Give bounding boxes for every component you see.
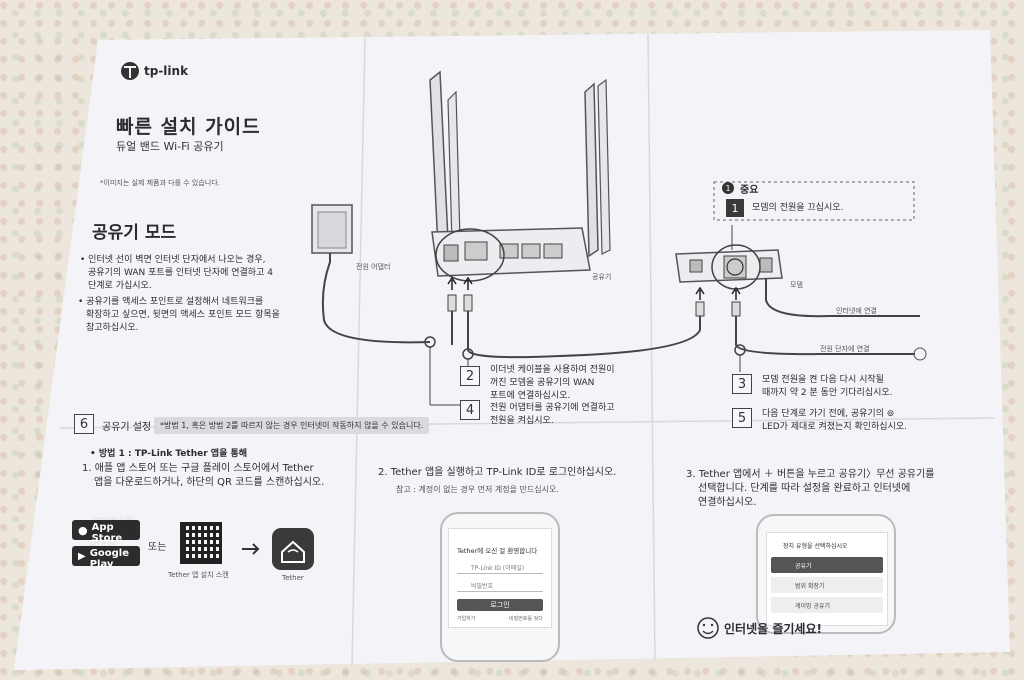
step-5-text: 다음 단계로 가기 전에, 공유기의 ⊚ LED가 제대로 켜졌는지 확인하십시… bbox=[762, 408, 907, 434]
phone-screen: 장치 유형을 선택하십시오 공유기 범위 확장기 게이밍 공유기 bbox=[766, 532, 888, 626]
step-number-5: 5 bbox=[732, 408, 752, 428]
important-label: 중요 bbox=[740, 185, 759, 196]
bullet-line: • 인터넷 선이 벽면 인터넷 단자에서 나오는 경우, bbox=[80, 255, 266, 265]
phone-login-mockup: Tether에 오신 걸 환영합니다 TP-Link ID (이메일) 비밀번호… bbox=[440, 512, 560, 662]
step-number-6: 6 bbox=[74, 414, 94, 434]
important-number-icon: 1 bbox=[722, 182, 734, 194]
step-number-2: 2 bbox=[460, 366, 480, 386]
important-step-text: 모뎀의 전원을 끄십시오. bbox=[752, 203, 844, 213]
bullet-line: 확장하고 싶으면, 뒷면의 액세스 포인트 모드 항목을 bbox=[86, 310, 280, 320]
step-line: 전원을 켜십시오. bbox=[490, 416, 554, 426]
page-title: 빠른 설치 가이드 bbox=[116, 116, 261, 138]
device-option-router[interactable]: 공유기 bbox=[771, 557, 883, 573]
bullet-line: 단계로 가십시오. bbox=[88, 281, 152, 291]
qr-code[interactable] bbox=[180, 522, 222, 564]
or-text: 또는 bbox=[148, 542, 167, 553]
tether-login-text: 2. Tether 앱을 실행하고 TP-Link ID로 로그인하십시오. bbox=[378, 467, 617, 478]
important-step-number: 1 bbox=[726, 199, 744, 217]
instruction-line: 1. 애플 앱 스토어 또는 구글 플레이 스토어에서 Tether bbox=[82, 463, 314, 474]
internet-connect-label: 인터넷에 연결 bbox=[836, 307, 877, 315]
device-type-title: 장치 유형을 선택하십시오 bbox=[783, 543, 848, 550]
fold-line bbox=[647, 33, 656, 661]
arrow-icon bbox=[242, 543, 260, 555]
step-line: 다음 단계로 가기 전에, 공유기의 ⊚ bbox=[762, 409, 895, 419]
google-play-text: GET IT ON Google Play bbox=[90, 542, 140, 570]
id-field[interactable]: TP-Link ID (이메일) bbox=[457, 563, 543, 574]
step-3-text: 모뎀 전원을 켠 다음 다시 시작될 때까지 약 2 분 동안 기다리십시오. bbox=[762, 374, 893, 400]
smile-icon bbox=[697, 617, 719, 639]
setup-title: 공유기 설정 bbox=[102, 422, 152, 433]
step-2-text: 이더넷 케이블을 사용하여 전원이 꺼진 모뎀을 공유기의 WAN 포트에 연결… bbox=[490, 364, 615, 403]
instruction-line: 연결하십시오. bbox=[698, 497, 757, 508]
method-instruction: 1. 애플 앱 스토어 또는 구글 플레이 스토어에서 Tether 앱을 다운… bbox=[82, 462, 324, 490]
brand-logo-text: tp-link bbox=[144, 64, 189, 78]
instruction-line: 3. Tether 앱에서 ＋ 버튼을 누르고 공유기〉무선 공유기를 bbox=[686, 469, 935, 480]
signup-link[interactable]: 가입하기 bbox=[457, 616, 476, 622]
setup-note-badge: *방법 1, 혹은 방법 2를 따르지 않는 경우 인터넷이 작동하지 않을 수… bbox=[154, 417, 430, 434]
google-play-icon: ▶ bbox=[78, 550, 86, 562]
phone-device-type-mockup: 장치 유형을 선택하십시오 공유기 범위 확장기 게이밍 공유기 bbox=[756, 514, 896, 634]
modem-label: 모뎀 bbox=[790, 281, 803, 289]
tether-app-icon bbox=[272, 528, 314, 570]
tether-caption: Tether bbox=[282, 574, 304, 582]
tplink-logo-mark bbox=[121, 62, 139, 80]
enjoy-internet-text: 인터넷을 즐기세요! bbox=[724, 622, 822, 636]
router-mode-bullet-1: • 인터넷 선이 벽면 인터넷 단자에서 나오는 경우, 공유기의 WAN 포트… bbox=[80, 254, 273, 293]
step-line: LED가 제대로 켜졌는지 확인하십시오. bbox=[762, 422, 907, 432]
apple-icon: ● bbox=[78, 523, 88, 537]
paper bbox=[14, 30, 1010, 670]
fold-line bbox=[351, 37, 366, 666]
app-store-label: App Store bbox=[91, 522, 123, 544]
method-title: • 방법 1 : TP-Link Tether 앱을 통해 bbox=[90, 449, 248, 459]
tether-login-note: 참고 : 계정이 없는 경우 먼저 계정을 만드십시오. bbox=[396, 485, 559, 494]
router-mode-bullet-2: • 공유기를 액세스 포인트로 설정해서 네트워크를 확장하고 싶으면, 뒷면의… bbox=[78, 296, 280, 335]
power-adapter-illustration bbox=[311, 204, 431, 344]
app-store-text: Download on the App Store bbox=[92, 516, 140, 544]
device-option-extender[interactable]: 범위 확장기 bbox=[771, 577, 883, 593]
tether-add-text: 3. Tether 앱에서 ＋ 버튼을 누르고 공유기〉무선 공유기를 선택합니… bbox=[686, 468, 934, 510]
disclaimer-text: *이미지는 실제 제품과 다를 수 있습니다. bbox=[100, 179, 220, 187]
step-line: 전원 어댑터를 공유기에 연결하고 bbox=[490, 403, 615, 413]
login-button[interactable]: 로그인 bbox=[457, 599, 543, 611]
router-illustration bbox=[424, 70, 701, 406]
step-4-text: 전원 어댑터를 공유기에 연결하고 전원을 켜십시오. bbox=[490, 402, 615, 428]
google-play-button[interactable]: ▶ GET IT ON Google Play bbox=[72, 542, 140, 570]
step-line: 때까지 약 2 분 동안 기다리십시오. bbox=[762, 388, 893, 398]
step-number-4: 4 bbox=[460, 400, 480, 420]
bullet-line: • 공유기를 액세스 포인트로 설정해서 네트워크를 bbox=[78, 297, 264, 307]
router-mode-title: 공유기 모드 bbox=[92, 223, 177, 243]
step-line: 모뎀 전원을 켠 다음 다시 시작될 bbox=[762, 375, 884, 385]
bullet-line: 참고하십시오. bbox=[86, 323, 139, 333]
app-store-button[interactable]: ● Download on the App Store bbox=[72, 516, 140, 544]
power-adapter-label: 전원 어댑터 bbox=[356, 263, 391, 271]
power-outlet-label: 전원 단자에 연결 bbox=[820, 345, 870, 353]
qr-caption: Tether 앱 설치 스캔 bbox=[168, 571, 229, 579]
step-number-3: 3 bbox=[732, 374, 752, 394]
modem-illustration bbox=[675, 225, 927, 372]
step-line: 이더넷 케이블을 사용하여 전원이 bbox=[490, 365, 615, 375]
phone-screen: Tether에 오신 걸 환영합니다 TP-Link ID (이메일) 비밀번호… bbox=[448, 528, 552, 628]
important-box bbox=[713, 181, 915, 221]
device-option-gaming[interactable]: 게이밍 공유기 bbox=[771, 597, 883, 613]
bullet-line: 공유기의 WAN 포트를 인터넷 단자에 연결하고 4 bbox=[88, 268, 273, 278]
password-field[interactable]: 비밀번호 bbox=[457, 581, 543, 592]
router-label: 공유기 bbox=[592, 273, 612, 281]
instruction-line: 선택합니다. 단계를 따라 설정을 완료하고 인터넷에 bbox=[698, 483, 911, 494]
google-play-small-label: GET IT ON bbox=[89, 542, 116, 548]
app-store-small-label: Download on the bbox=[91, 516, 135, 522]
google-play-label: Google Play bbox=[89, 548, 130, 570]
step-line: 꺼진 모뎀을 공유기의 WAN bbox=[490, 378, 595, 388]
forgot-password-link[interactable]: 비밀번호를 잊다 bbox=[509, 616, 543, 622]
instruction-line: 앱을 다운로드하거나, 하단의 QR 코드를 스캔하십시오. bbox=[94, 477, 325, 488]
page-subtitle: 듀얼 밴드 Wi-Fi 공유기 bbox=[116, 140, 224, 153]
phone-welcome-title: Tether에 오신 걸 환영합니다 bbox=[457, 547, 538, 555]
step-line: 포트에 연결하십시오. bbox=[490, 391, 571, 401]
